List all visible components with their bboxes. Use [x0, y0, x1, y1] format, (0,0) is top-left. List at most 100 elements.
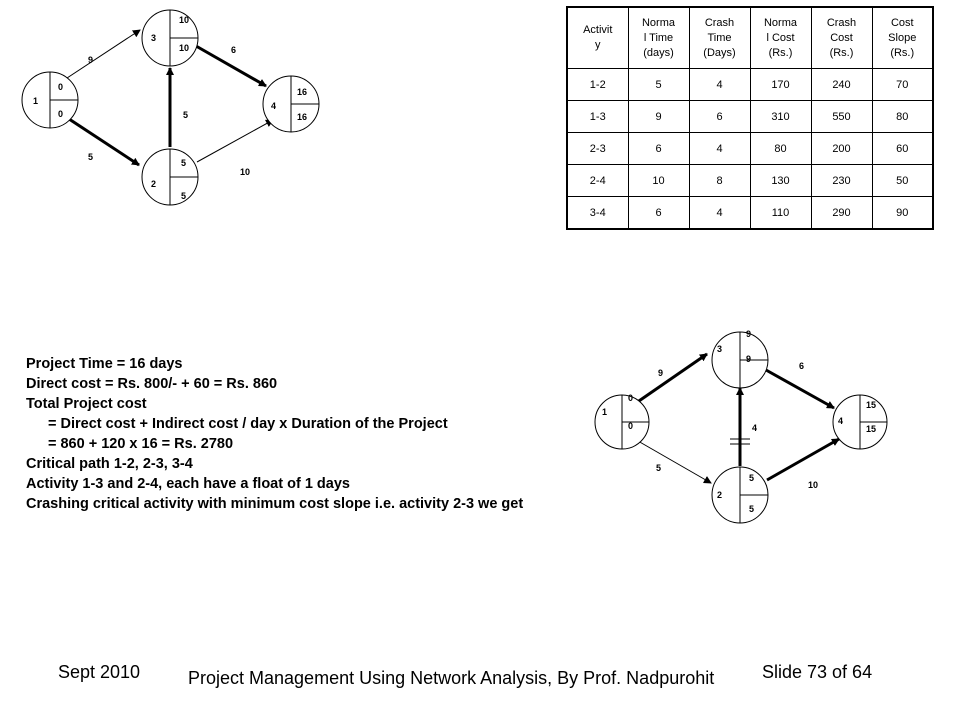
edge-1-3 [635, 352, 708, 405]
node-4-bottom: 16 [297, 112, 307, 122]
table-cell: 110 [749, 196, 812, 230]
table-cell: 6 [627, 132, 690, 165]
node-1-top: 0 [628, 393, 633, 403]
node-1-id: 1 [33, 96, 38, 106]
footer-date: Sept 2010 [58, 662, 141, 682]
node-1-bottom: 0 [628, 421, 633, 431]
node-1-bottom: 0 [58, 109, 63, 119]
table-cell: 310 [749, 100, 812, 133]
table-cell: 1-3 [566, 100, 629, 133]
table-cell: 4 [688, 196, 751, 230]
crashing-line: Crashing critical activity with minimum … [26, 496, 524, 512]
edge-label-3-4: 6 [231, 45, 236, 55]
table-cell: 6 [627, 196, 690, 230]
table-cell: 4 [688, 68, 751, 101]
edge-3-4 [195, 44, 267, 88]
node-3-id: 3 [717, 344, 722, 354]
table-cell: 10 [627, 164, 690, 197]
calculation-text: Project Time = 16 days Direct cost = Rs.… [26, 354, 523, 514]
node-3: 3 9 9 [711, 329, 769, 389]
node-3: 3 10 10 [141, 9, 199, 67]
edge-2-4 [196, 119, 274, 163]
node-2: 2 5 5 [141, 148, 199, 206]
total-cost-value: = 860 + 120 x 16 = Rs. 2780 [48, 436, 234, 452]
node-3-top: 9 [746, 329, 751, 339]
table-cell: 200 [810, 132, 873, 165]
table-cell: 290 [810, 196, 873, 230]
table-cell: 80 [749, 132, 812, 165]
float-line: Activity 1-3 and 2-4, each have a float … [26, 476, 350, 492]
node-2-id: 2 [717, 490, 722, 500]
edge-label-1-3: 9 [658, 368, 663, 378]
node-3-bottom: 10 [179, 43, 189, 53]
table-cell: 170 [749, 68, 812, 101]
node-2-bottom: 5 [181, 191, 186, 201]
total-cost-heading: Total Project cost [26, 396, 147, 412]
table-cell: 80 [871, 100, 934, 133]
node-4-id: 4 [271, 101, 276, 111]
node-1-top: 0 [58, 82, 63, 92]
node-4: 4 16 16 [262, 75, 320, 133]
network-diagram-2: 9 5 4 6 10 1 0 0 3 9 9 4 15 15 2 5 5 [594, 329, 888, 524]
edge-label-2-3: 4 [752, 423, 757, 433]
node-3-top: 10 [179, 15, 189, 25]
edge-1-2 [65, 115, 140, 167]
edge-label-3-4: 6 [799, 361, 804, 371]
node-4-top: 15 [866, 400, 876, 410]
table-cell: 3-4 [566, 196, 629, 230]
footer-slide-number: Slide 73 of 64 [762, 662, 873, 682]
table-cell: 2-4 [566, 164, 629, 197]
table-cell: 60 [871, 132, 934, 165]
edge-label-2-4: 10 [240, 167, 250, 177]
node-2-top: 5 [749, 473, 754, 483]
node-1-id: 1 [602, 407, 607, 417]
table-cell: 230 [810, 164, 873, 197]
node-3-id: 3 [151, 33, 156, 43]
total-cost-formula: = Direct cost + Indirect cost / day x Du… [48, 416, 448, 432]
edge-1-2 [637, 440, 712, 484]
edge-1-3 [63, 29, 141, 81]
edge-label-2-3: 5 [183, 110, 188, 120]
project-time-line: Project Time = 16 days [26, 356, 183, 372]
edge-label-1-3: 9 [88, 55, 93, 65]
footer-title: Project Management Using Network Analysi… [188, 668, 715, 688]
node-4-top: 16 [297, 87, 307, 97]
table-cell: 5 [627, 68, 690, 101]
table-cell: 550 [810, 100, 873, 133]
table-cell: 50 [871, 164, 934, 197]
table-cell: 130 [749, 164, 812, 197]
table-cell: 90 [871, 196, 934, 230]
edge-label-2-4: 10 [808, 480, 818, 490]
node-2-bottom: 5 [749, 504, 754, 514]
table-cell: 2-3 [566, 132, 629, 165]
table-cell: 8 [688, 164, 751, 197]
table-cell: 4 [688, 132, 751, 165]
table-cell: 9 [627, 100, 690, 133]
node-4-bottom: 15 [866, 424, 876, 434]
direct-cost-line: Direct cost = Rs. 800/- + 60 = Rs. 860 [26, 376, 278, 392]
node-4-id: 4 [838, 416, 843, 426]
network-diagram-1: 9 5 5 6 10 1 0 0 3 10 10 4 16 16 2 5 5 [21, 9, 320, 206]
edge-3-4 [765, 368, 835, 410]
table-cell: 240 [810, 68, 873, 101]
node-1: 1 0 0 [21, 71, 79, 129]
edge-label-1-2: 5 [656, 463, 661, 473]
node-2: 2 5 5 [711, 466, 769, 524]
node-1: 1 0 0 [594, 393, 650, 450]
edge-label-1-2: 5 [88, 152, 93, 162]
critical-path-line: Critical path 1-2, 2-3, 3-4 [26, 456, 193, 472]
node-2-id: 2 [151, 179, 156, 189]
